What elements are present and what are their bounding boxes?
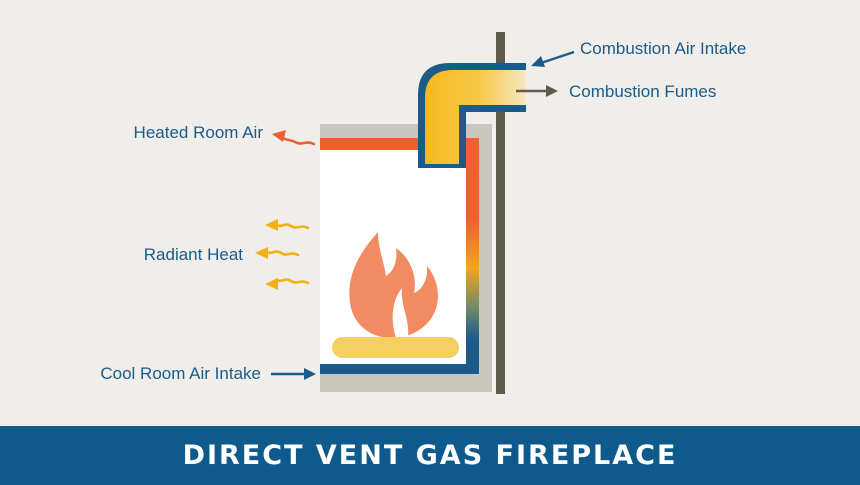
- radiant-heat-arrow-icon: [255, 247, 300, 259]
- vent-pipe-inner: [425, 70, 526, 164]
- combustion-fumes-arrow-icon: [516, 85, 558, 97]
- radiant-heat-arrow-icon: [265, 219, 310, 231]
- flame-icon: [349, 232, 438, 338]
- title-bar: DIRECT VENT GAS FIREPLACE: [0, 426, 860, 485]
- cool-air-arrow-icon: [271, 368, 316, 380]
- combustion-air-intake-label: Combustion Air Intake: [580, 39, 747, 58]
- radiant-heat-arrow-icon: [265, 278, 310, 290]
- cool-room-air-intake-label: Cool Room Air Intake: [100, 364, 261, 383]
- combustion-intake-arrow-icon: [531, 50, 575, 67]
- page-title: DIRECT VENT GAS FIREPLACE: [182, 440, 678, 471]
- radiant-heat-label: Radiant Heat: [143, 245, 243, 264]
- heated-room-air-label: Heated Room Air: [133, 123, 263, 142]
- air-channel-bottom: [320, 364, 479, 374]
- flame-inner-icon: [392, 288, 409, 338]
- combustion-fumes-label: Combustion Fumes: [569, 82, 717, 101]
- heated-air-arrow-icon: [272, 130, 316, 146]
- burner-icon: [332, 337, 459, 358]
- air-channel-right: [466, 138, 479, 374]
- exterior-wall: [496, 32, 505, 394]
